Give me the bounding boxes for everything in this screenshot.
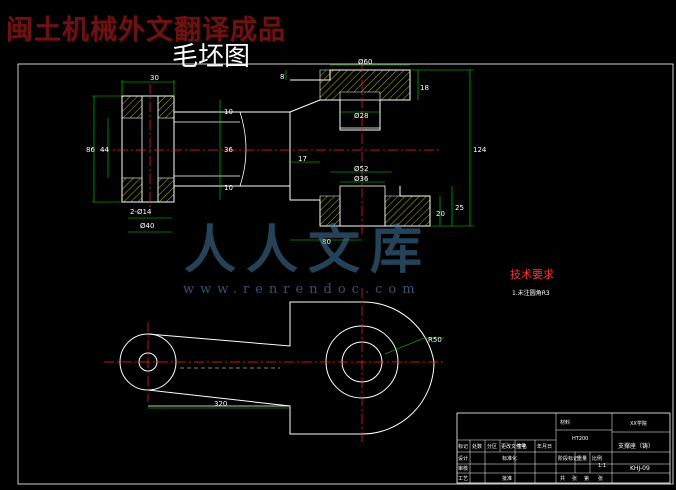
tb-part-name: 支撑座（铸） — [618, 442, 654, 450]
dimension-texts: 30 Ø60 18 8 Ø28 86 44 10 36 10 17 Ø52 Ø3… — [86, 58, 487, 408]
tb-r4-3: 批准 — [502, 475, 512, 482]
tb-r4-7: 第 — [584, 475, 589, 482]
dim-holes: 2-Ø14 — [130, 208, 152, 216]
tb-r2-6: 重量 — [577, 455, 587, 462]
dim-top-left-8: 8 — [280, 73, 284, 81]
dim-web-36: 36 — [224, 146, 233, 154]
tb-r4-5: 共 — [560, 475, 565, 482]
tb-r4-8: 张 — [598, 475, 603, 482]
dim-web-10-bottom: 10 — [224, 184, 233, 192]
tb-h3: 分区 — [487, 443, 497, 450]
top-view — [104, 288, 446, 444]
dim-small-25: 25 — [455, 204, 464, 212]
tb-r2-1: 设计 — [458, 455, 468, 462]
dim-radius-50: R50 — [428, 336, 442, 344]
dim-dia-40: Ø40 — [140, 222, 154, 230]
tb-h2: 处数 — [472, 443, 482, 450]
dim-flange-dia: Ø60 — [358, 58, 372, 66]
front-dimension-lines — [92, 64, 474, 241]
tb-scale: 1:1 — [598, 463, 606, 469]
hatch-left-top-b — [157, 95, 175, 119]
tb-r2-5: 阶段标记 — [558, 455, 578, 462]
hatch-right-top — [319, 69, 411, 101]
top-banner-title: 闽土机械外文翻译成品 — [6, 15, 286, 46]
watermark-logo-text: 人人文库 — [184, 220, 433, 281]
technical-requirement-item: 1.未注圆角R3 — [512, 290, 550, 297]
tb-h4: 更改文件号 — [501, 443, 526, 450]
dim-bore-28: Ø28 — [354, 112, 368, 120]
dim-inner-height: 44 — [100, 146, 109, 154]
tb-school: XX学院 — [630, 420, 647, 427]
dim-total-124: 124 — [473, 146, 487, 154]
hatch-left-bottom-a — [121, 177, 143, 203]
top-bore — [339, 99, 381, 129]
tb-h1: 标记 — [458, 443, 468, 450]
dim-outer-height: 86 — [86, 146, 95, 154]
dim-dia-36: Ø36 — [354, 175, 369, 183]
tb-h5: 签名 — [517, 443, 527, 450]
dim-top-width: 30 — [150, 74, 159, 82]
hatch-left-top-a — [121, 95, 143, 119]
front-section-view — [100, 62, 440, 236]
dim-base-80: 80 — [322, 238, 331, 246]
dim-top-right-18: 18 — [420, 84, 429, 92]
tb-material-label: 材料 — [560, 419, 570, 426]
tb-h6: 年月日 — [537, 443, 552, 450]
dim-web-10-top: 10 — [224, 108, 233, 116]
arm-fillet — [239, 111, 247, 187]
watermark-url: www.renrendoc.com — [183, 282, 421, 297]
dim-dia-52: Ø52 — [354, 165, 368, 173]
dim-length-320: 320 — [214, 400, 227, 408]
dim-small-20: 20 — [436, 210, 445, 218]
technical-requirements-title: 技术要求 — [510, 268, 554, 281]
drawing-title: 毛坯图 — [172, 42, 251, 72]
drawing-frame — [17, 63, 674, 485]
tb-r4-1: 工艺 — [458, 476, 468, 482]
tb-r3-1: 审核 — [458, 465, 468, 472]
title-block: 材料 HT200 XX学院 支撑座（铸） KHJ-09 1:1 标记 处数 分区… — [456, 412, 671, 484]
tb-r2-3: 标准化 — [502, 455, 517, 462]
top-dimension-lines — [148, 337, 444, 409]
hatch-left-bottom-b — [157, 177, 175, 203]
bottom-bore — [339, 185, 386, 227]
arm-rib-lines — [174, 121, 240, 177]
tb-r4-6: 张 — [572, 475, 577, 482]
tb-material: HT200 — [572, 436, 588, 442]
dim-neck-17: 17 — [298, 155, 307, 163]
tb-drawing-no: KHJ-09 — [630, 465, 650, 472]
tb-r2-7: 比例 — [592, 455, 602, 462]
